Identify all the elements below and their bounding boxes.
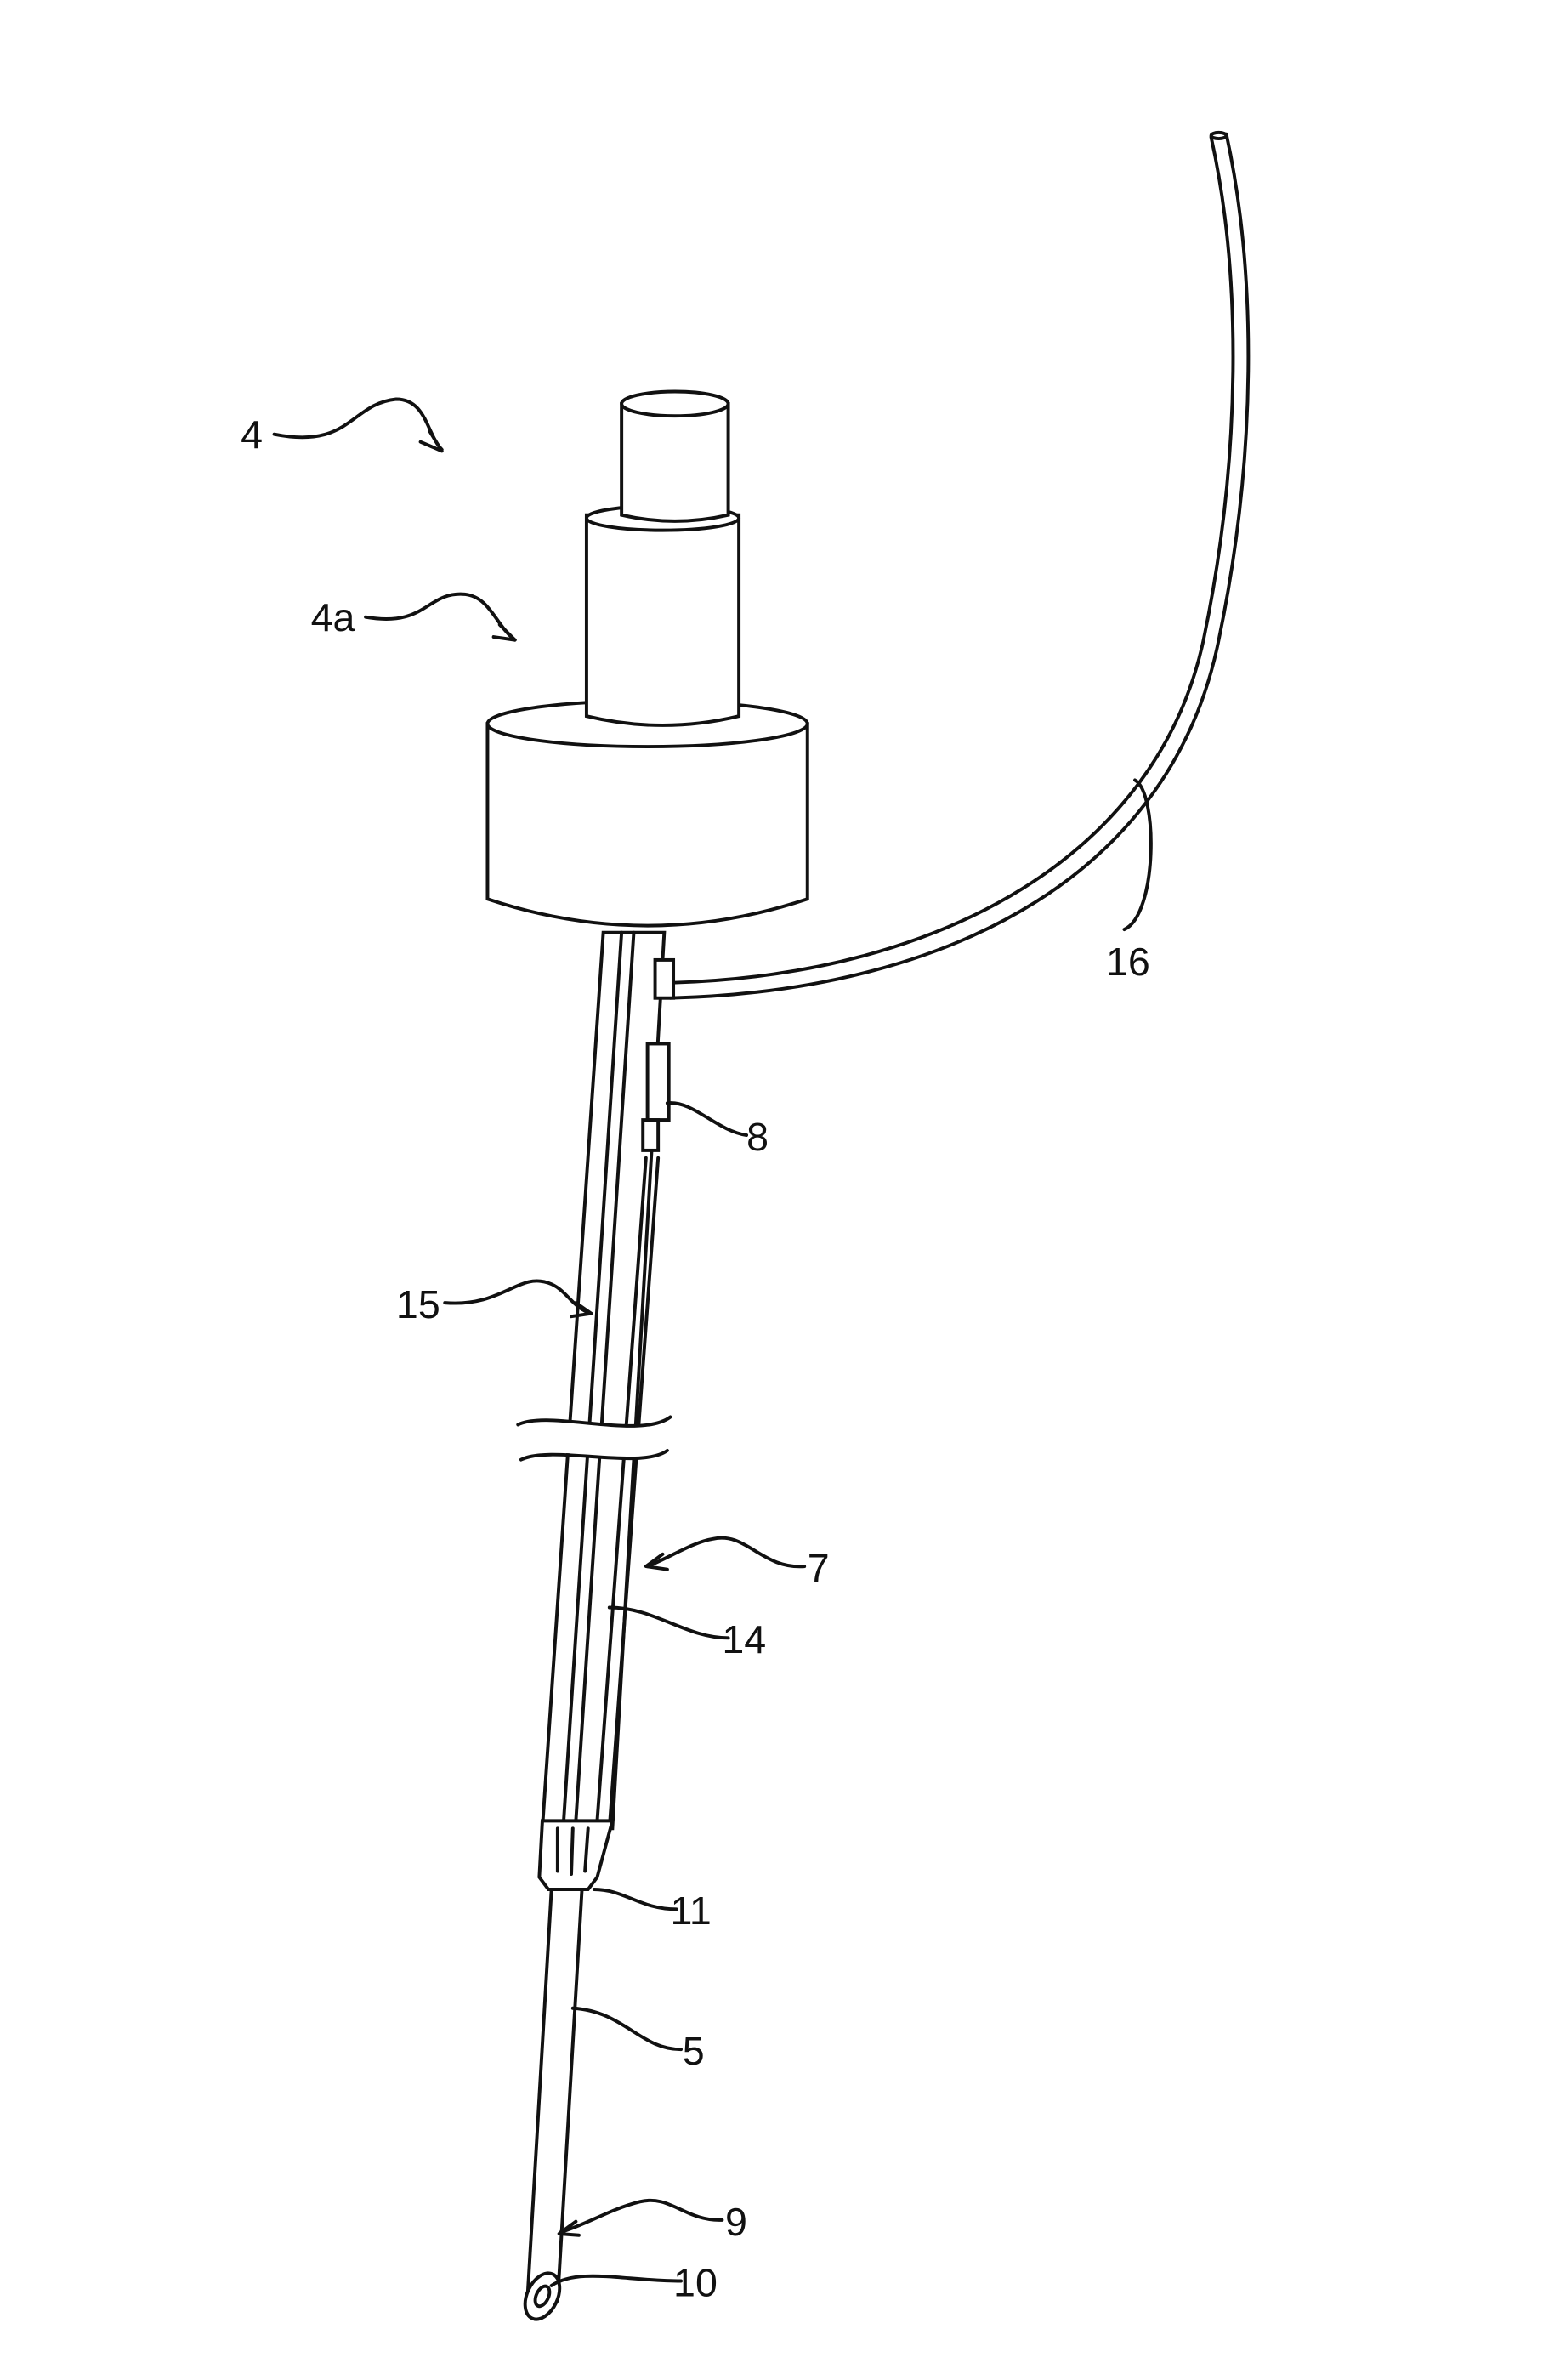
label-14: 14 <box>722 1617 766 1661</box>
label-4a: 4a <box>311 595 355 639</box>
label-4: 4 <box>241 412 263 457</box>
label-7: 7 <box>808 1546 830 1590</box>
leader-lines <box>272 397 1153 2287</box>
label-11: 11 <box>670 1889 711 1933</box>
hub-4a <box>485 389 809 928</box>
shaft <box>516 930 676 1891</box>
label-16: 16 <box>1106 940 1150 984</box>
label-10: 10 <box>673 2260 718 2304</box>
cable-16 <box>668 130 1251 1000</box>
label-5: 5 <box>683 2029 705 2073</box>
label-8: 8 <box>746 1115 769 1159</box>
cable-port <box>653 957 676 1000</box>
label-15: 15 <box>396 1282 440 1326</box>
label-9: 9 <box>725 2200 747 2244</box>
side-element-8 <box>645 1042 671 1122</box>
needle-5 <box>523 1888 584 2321</box>
